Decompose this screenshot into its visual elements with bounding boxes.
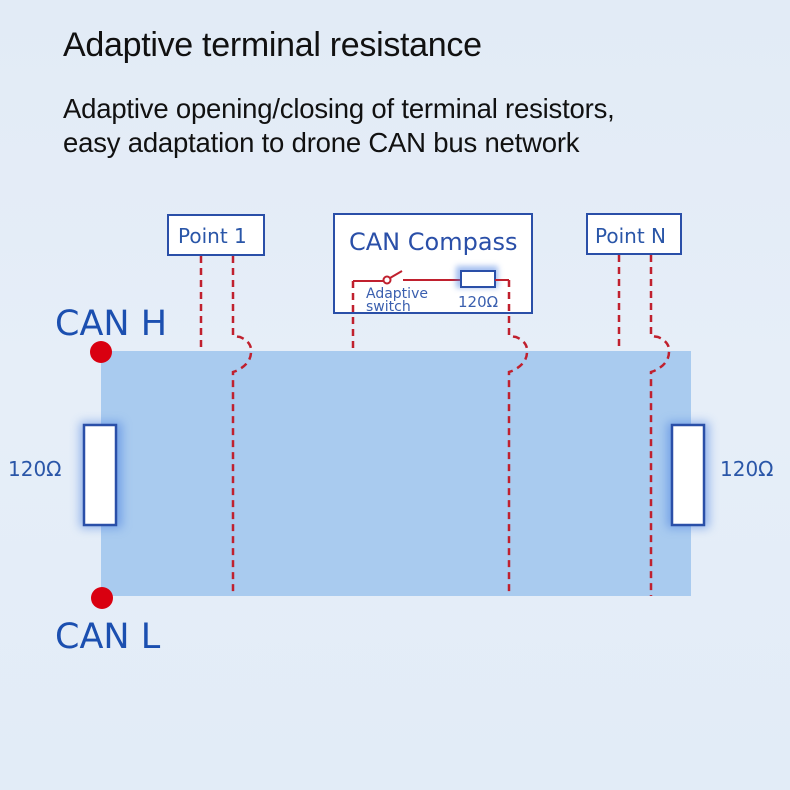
can-l-terminal-dot [91, 587, 113, 609]
node-can-compass: CAN Compass Adaptive switch 120Ω [333, 213, 533, 596]
page-title: Adaptive terminal resistance [63, 26, 482, 64]
node-point-1: Point 1 [167, 214, 265, 596]
page-subtitle: Adaptive opening/closing of terminal res… [63, 92, 615, 160]
node-point-n-label: Point N [595, 224, 666, 248]
right-terminal-resistor [667, 422, 709, 528]
right-resistor-label: 120Ω [720, 457, 773, 481]
bus-area [101, 351, 691, 596]
left-terminal-resistor [80, 422, 122, 528]
compass-resistor-label: 120Ω [458, 293, 498, 311]
compass-internal-resistor [460, 270, 496, 288]
subtitle-line-2: easy adaptation to drone CAN bus network [63, 127, 580, 158]
point-n-can-l-wire [649, 255, 671, 596]
adaptive-switch-label-1: Adaptive [366, 286, 428, 302]
subtitle-line-1: Adaptive opening/closing of terminal res… [63, 93, 615, 124]
node-can-compass-label: CAN Compass [349, 228, 518, 256]
can-l-label: CAN L [55, 617, 161, 657]
compass-can-l-wire [507, 280, 529, 596]
node-point-1-label: Point 1 [178, 224, 247, 248]
can-h-label: CAN H [55, 304, 167, 344]
adaptive-switch-label-2: switch [366, 299, 411, 315]
can-h-terminal-dot [90, 341, 112, 363]
adaptive-switch-lever [389, 270, 403, 279]
adaptive-switch-pivot [382, 275, 392, 285]
node-point-n: Point N [586, 213, 682, 596]
point-1-can-l-wire [231, 256, 253, 596]
left-resistor-label: 120Ω [8, 457, 61, 481]
